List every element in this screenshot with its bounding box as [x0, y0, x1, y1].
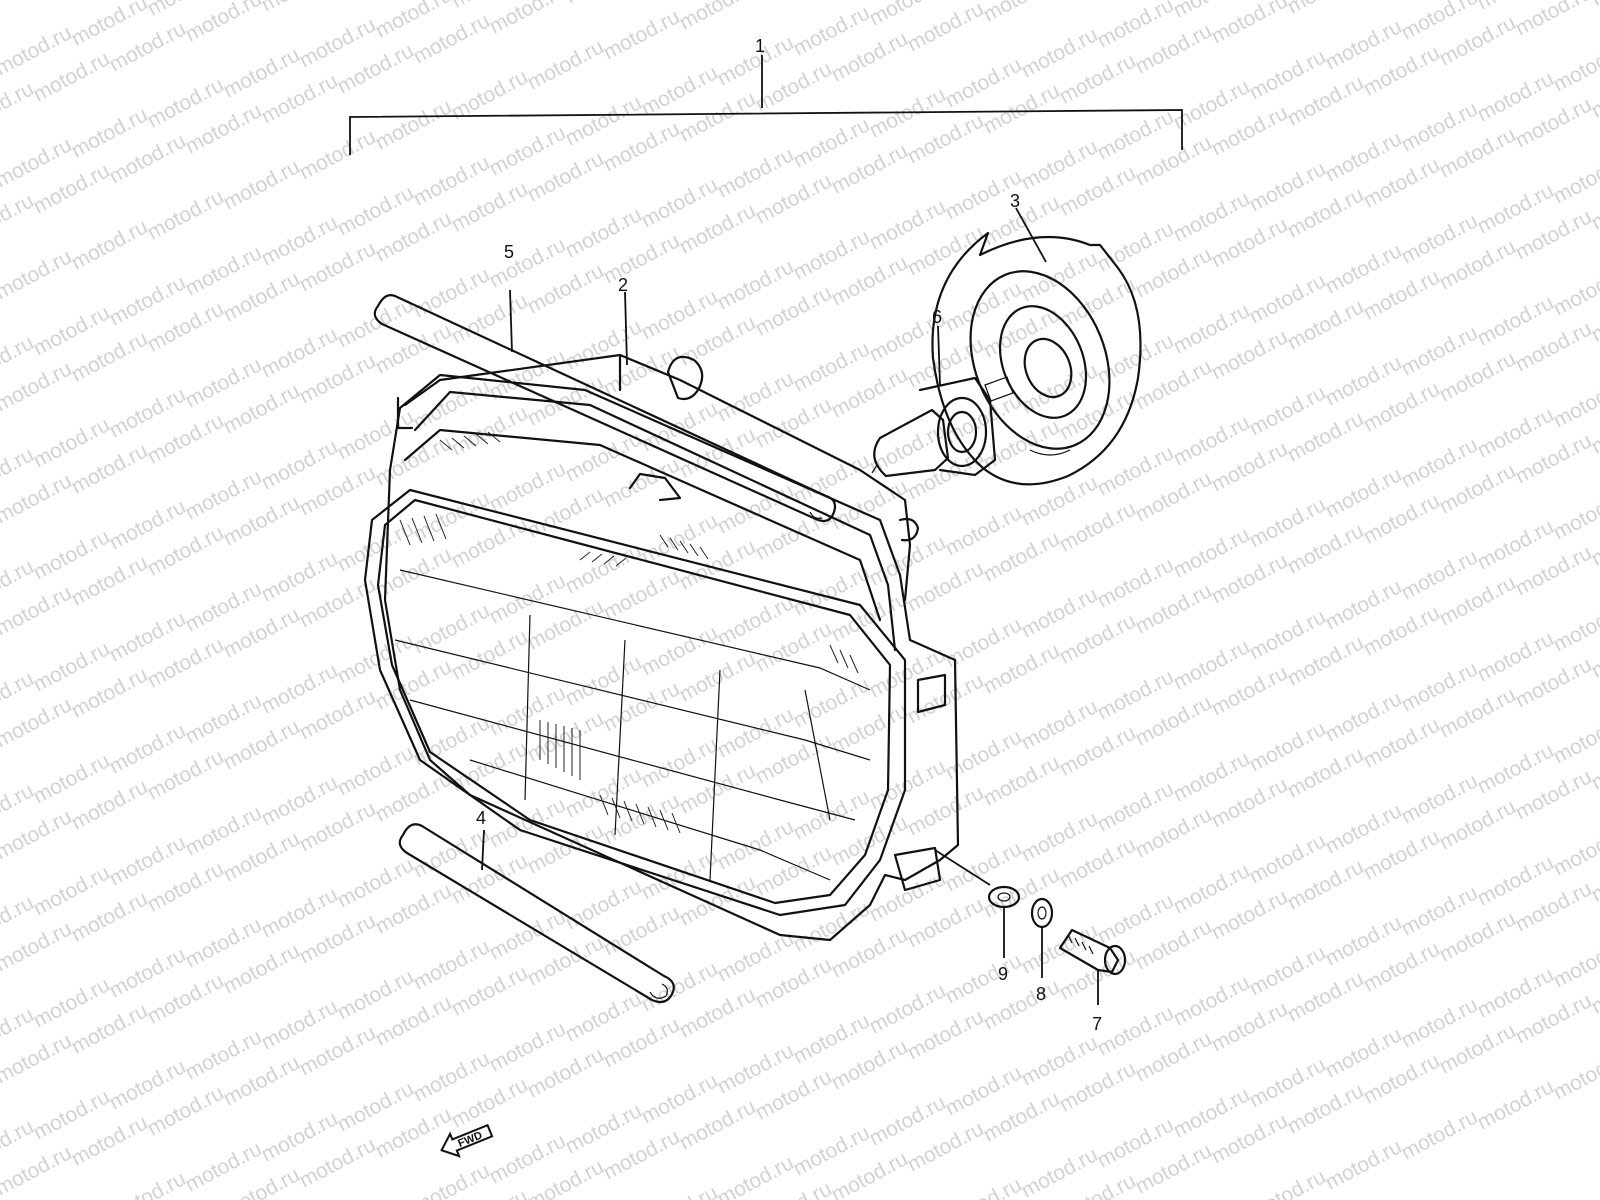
callout-5: 5 [504, 242, 514, 262]
watermark-text: motod.ru [410, 1159, 494, 1200]
washer [987, 885, 1021, 909]
callout-1: 1 [755, 36, 765, 56]
fwd-label: FWD [456, 1129, 484, 1150]
callout-9: 9 [998, 964, 1008, 984]
watermark-text: motod.ru [258, 0, 342, 16]
watermark-text: motod.ru [486, 0, 570, 38]
watermark-text: motod.ru [1550, 485, 1600, 544]
watermark-text: motod.ru [0, 805, 76, 864]
watermark-text: motod.ru [1550, 37, 1600, 96]
callout-8: 8 [1036, 984, 1046, 1004]
callout-3: 3 [1010, 191, 1020, 211]
callout-labels: 1 2 3 4 5 6 7 8 9 [476, 36, 1102, 1034]
watermark-text: motod.ru [1550, 1045, 1600, 1104]
watermark-text: motod.ru [1550, 933, 1600, 992]
bulb [871, 376, 997, 478]
watermark-text: motod.ru [182, 0, 266, 46]
callout-2: 2 [618, 275, 628, 295]
watermark-text: motod.ru [676, 0, 760, 34]
watermark-text: motod.ru [1550, 597, 1600, 656]
bolt [1058, 928, 1127, 976]
headlight-housing [363, 353, 960, 942]
watermark-text: motod.ru [144, 185, 228, 244]
watermark-text: motod.ru [562, 0, 646, 8]
watermark-text: motod.ru [1512, 0, 1596, 40]
watermark-text: motod.ru [1550, 709, 1600, 768]
watermark-text: motod.ru [0, 581, 76, 640]
callout-6: 6 [932, 307, 942, 327]
watermark-text: motod.ru [1550, 149, 1600, 208]
assembly-bracket [349, 55, 1183, 155]
watermark-text: motod.ru [524, 35, 608, 94]
watermark-text: motod.ru [714, 1151, 798, 1200]
watermark-text: motod.ru [752, 0, 836, 4]
watermark-text: motod.ru [0, 245, 76, 304]
watermark-text: motod.ru [1398, 1105, 1482, 1164]
upper-seal-strip [373, 294, 837, 523]
watermark-text: motod.ru [1284, 0, 1368, 18]
watermark-text: motod.ru [296, 125, 380, 184]
watermark-text: motod.ru [0, 693, 76, 752]
lock-washer [1030, 897, 1054, 929]
watermark-text: motod.ru [1550, 261, 1600, 320]
watermark-text: motod.ru [638, 1181, 722, 1200]
watermark-text: motod.ru [1208, 0, 1292, 48]
watermark-text: motod.ru [0, 0, 38, 24]
watermark-text: motod.ru [1474, 1075, 1558, 1134]
watermark-text: motod.ru [1322, 1135, 1406, 1194]
watermark-text: motod.ru [1550, 821, 1600, 880]
watermark-text: motod.ru [106, 1167, 190, 1200]
callout-7: 7 [1092, 1014, 1102, 1034]
lower-seal-strip [398, 823, 675, 1004]
watermark-text: motod.ru [0, 1029, 76, 1088]
callout-4: 4 [476, 808, 486, 828]
watermark-text: motod.ru [0, 1141, 76, 1200]
watermark-text: motod.ru [980, 0, 1064, 26]
watermark-text: motod.ru [220, 155, 304, 214]
watermark-text: motod.ru [68, 215, 152, 274]
watermark-text: motod.ru [600, 5, 684, 64]
watermark-text: motod.ru [0, 357, 76, 416]
watermark-text: motod.ru [0, 469, 76, 528]
leader-lines [481, 207, 1099, 1005]
watermark-text: motod.ru [1246, 1165, 1330, 1200]
watermark-text: motod.ru [942, 1173, 1026, 1200]
watermark-text: motod.ru [0, 917, 76, 976]
watermark-text: motod.ru [1550, 373, 1600, 432]
watermark-text: motod.ru [372, 95, 456, 154]
